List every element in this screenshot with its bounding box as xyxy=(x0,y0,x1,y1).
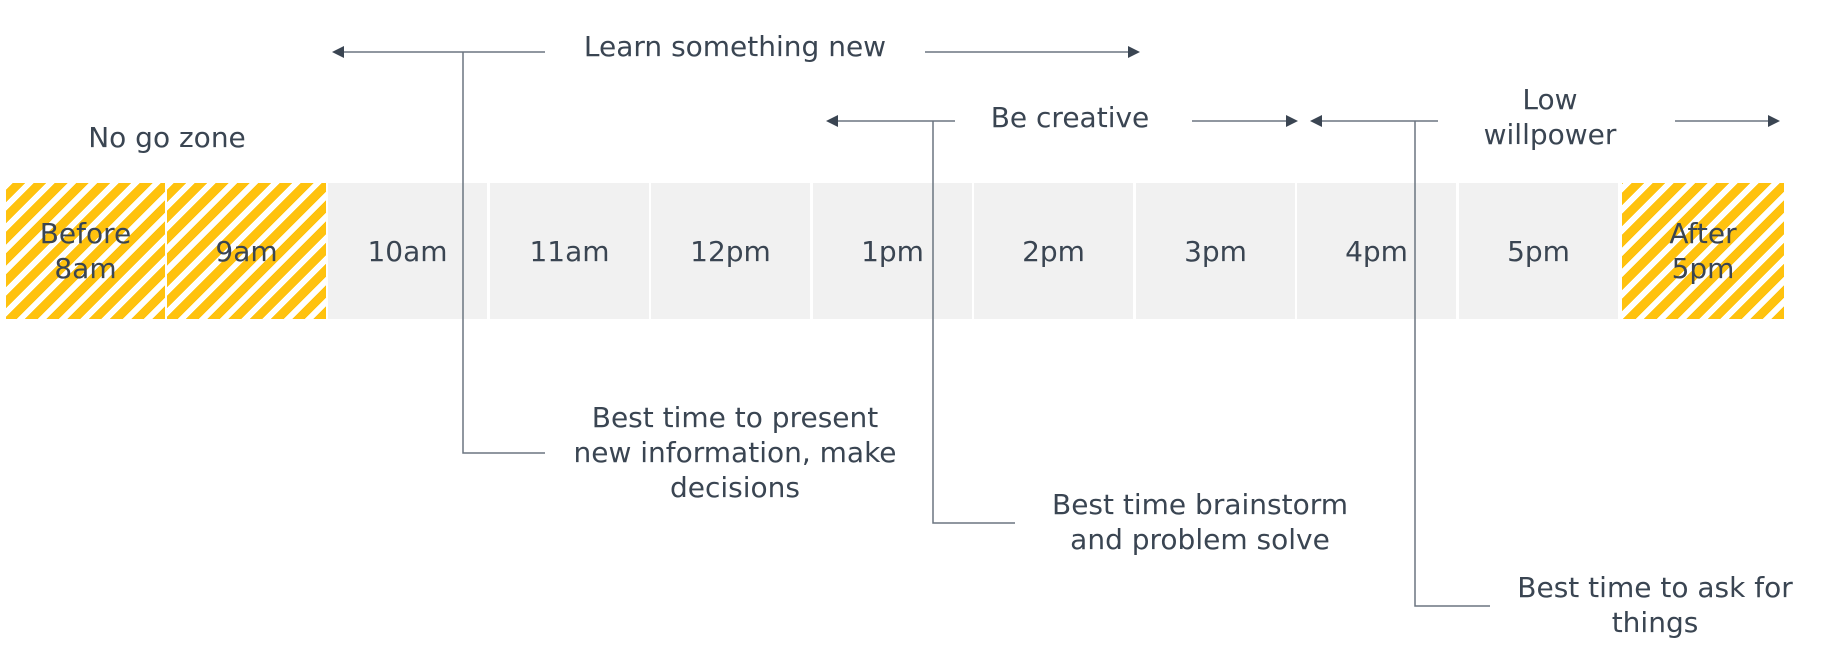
callout-present-text: Best time to present new information, ma… xyxy=(573,401,897,504)
timeslot-1pm: 1pm xyxy=(813,183,972,319)
timeslot-12pm: 12pm xyxy=(651,183,810,319)
learn-range-label: Learn something new xyxy=(583,30,887,63)
creative-arrowhead-left xyxy=(826,115,838,127)
timeslot-3pm: 3pm xyxy=(1136,183,1295,319)
timeslot-label: 12pm xyxy=(690,234,771,268)
creative-range-label: Be creative xyxy=(990,101,1150,134)
timeslot-label: 5pm xyxy=(1507,234,1570,268)
timeslot-9am: 9am xyxy=(167,183,326,319)
timeslot-4pm: 4pm xyxy=(1297,183,1456,319)
timeline-strip: Before 8am 9am 10am 11am 12pm 1pm 2pm 3p… xyxy=(6,183,1784,319)
learn-arrowhead-right xyxy=(1128,46,1140,58)
callout-ask-text: Best time to ask for things xyxy=(1517,571,1793,639)
timeslot-after-5pm: After 5pm xyxy=(1622,183,1784,319)
timeslot-before-8am: Before 8am xyxy=(6,183,165,319)
timeslot-5pm: 5pm xyxy=(1459,183,1618,319)
timeslot-label: 9am xyxy=(215,234,278,268)
timeslot-label: Before 8am xyxy=(39,217,132,285)
timeslot-2pm: 2pm xyxy=(974,183,1133,319)
timeslot-11am: 11am xyxy=(490,183,649,319)
no-go-zone-label: No go zone xyxy=(88,121,246,154)
creative-arrowhead-right xyxy=(1286,115,1298,127)
brainstorm-connector xyxy=(932,121,1015,524)
timeslot-label: 10am xyxy=(367,234,448,268)
timeslot-label: After 5pm xyxy=(1669,217,1737,285)
timeslot-10am: 10am xyxy=(328,183,487,319)
willpower-range-label: Low willpower xyxy=(1483,83,1617,151)
timeslot-label: 2pm xyxy=(1022,234,1085,268)
timeslot-label: 11am xyxy=(529,234,610,268)
willpower-arrowhead-left xyxy=(1310,115,1322,127)
timeslot-label: 1pm xyxy=(861,234,924,268)
timeslot-label: 3pm xyxy=(1184,234,1247,268)
learn-arrowhead-left xyxy=(332,46,344,58)
timeslot-label: 4pm xyxy=(1345,234,1408,268)
willpower-arrowhead-right xyxy=(1768,115,1780,127)
callout-brainstorm-text: Best time brainstorm and problem solve xyxy=(1051,488,1349,556)
